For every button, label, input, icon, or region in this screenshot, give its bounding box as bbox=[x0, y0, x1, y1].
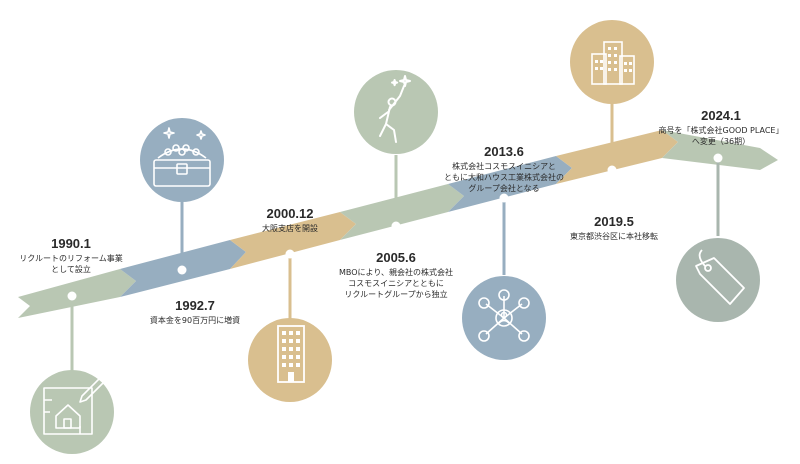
milestone-text: 大阪支店を開設 bbox=[262, 224, 318, 233]
milestone-1990: 1990.1 リクルートのリフォーム事業 として設立 bbox=[6, 236, 136, 275]
milestone-year: 2013.6 bbox=[484, 144, 524, 159]
timeline-dot-2013 bbox=[499, 193, 509, 203]
jumping-person-icon bbox=[354, 70, 438, 154]
milestone-text: 資本金を90百万円に増資 bbox=[149, 316, 241, 325]
band-segment-1 bbox=[18, 269, 136, 318]
city-buildings-icon bbox=[570, 20, 654, 104]
milestone-2024: 2024.1 商号を「株式会社GOOD PLACE」 へ変更（36期） bbox=[646, 108, 796, 147]
timeline-dot-2005 bbox=[391, 221, 401, 231]
timeline-dot-2000 bbox=[285, 249, 295, 259]
milestone-year: 2005.6 bbox=[376, 250, 416, 265]
milestone-2019: 2019.5 東京都渋谷区に本社移転 bbox=[554, 214, 674, 242]
timeline-dot-2019 bbox=[607, 165, 617, 175]
band-segment-7 bbox=[662, 130, 778, 170]
milestone-text: MBOにより、親会社の株式会社 コスモスイニシアとともに リクルートグループから… bbox=[338, 268, 454, 299]
milestone-text: リクルートのリフォーム事業 として設立 bbox=[19, 254, 123, 274]
band-segment-3 bbox=[230, 212, 356, 269]
house-blueprint-icon bbox=[30, 370, 114, 454]
band-segment-6 bbox=[556, 130, 678, 184]
timeline-dot-2024 bbox=[713, 153, 723, 163]
milestone-text: 東京都渋谷区に本社移転 bbox=[570, 232, 658, 241]
milestone-2013: 2013.6 株式会社コスモスイニシアと ともに大和ハウス工業株式会社の グルー… bbox=[434, 144, 574, 194]
timeline-dot-1990 bbox=[67, 291, 77, 301]
milestone-text: 商号を「株式会社GOOD PLACE」 へ変更（36期） bbox=[658, 126, 784, 146]
milestone-year: 1990.1 bbox=[51, 236, 91, 251]
treasure-chest-icon bbox=[140, 118, 224, 202]
price-tag-icon bbox=[676, 238, 760, 322]
office-building-icon bbox=[248, 318, 332, 402]
band-segment-5 bbox=[448, 156, 572, 212]
milestone-year: 1992.7 bbox=[175, 298, 215, 313]
milestone-year: 2000.12 bbox=[266, 206, 314, 221]
milestone-2005: 2005.6 MBOにより、親会社の株式会社 コスモスイニシアとともに リクルー… bbox=[326, 250, 466, 300]
network-people-icon bbox=[462, 276, 546, 360]
band-segment-4 bbox=[340, 184, 464, 240]
milestone-year: 2024.1 bbox=[701, 108, 741, 123]
milestone-year: 2019.5 bbox=[594, 214, 634, 229]
milestone-1992: 1992.7 資本金を90百万円に増資 bbox=[130, 298, 260, 326]
timeline-dot-1992 bbox=[177, 265, 187, 275]
milestone-text: 株式会社コスモスイニシアと ともに大和ハウス工業株式会社の グループ会社となる bbox=[444, 162, 564, 193]
milestone-2000: 2000.12 大阪支店を開設 bbox=[225, 206, 355, 234]
